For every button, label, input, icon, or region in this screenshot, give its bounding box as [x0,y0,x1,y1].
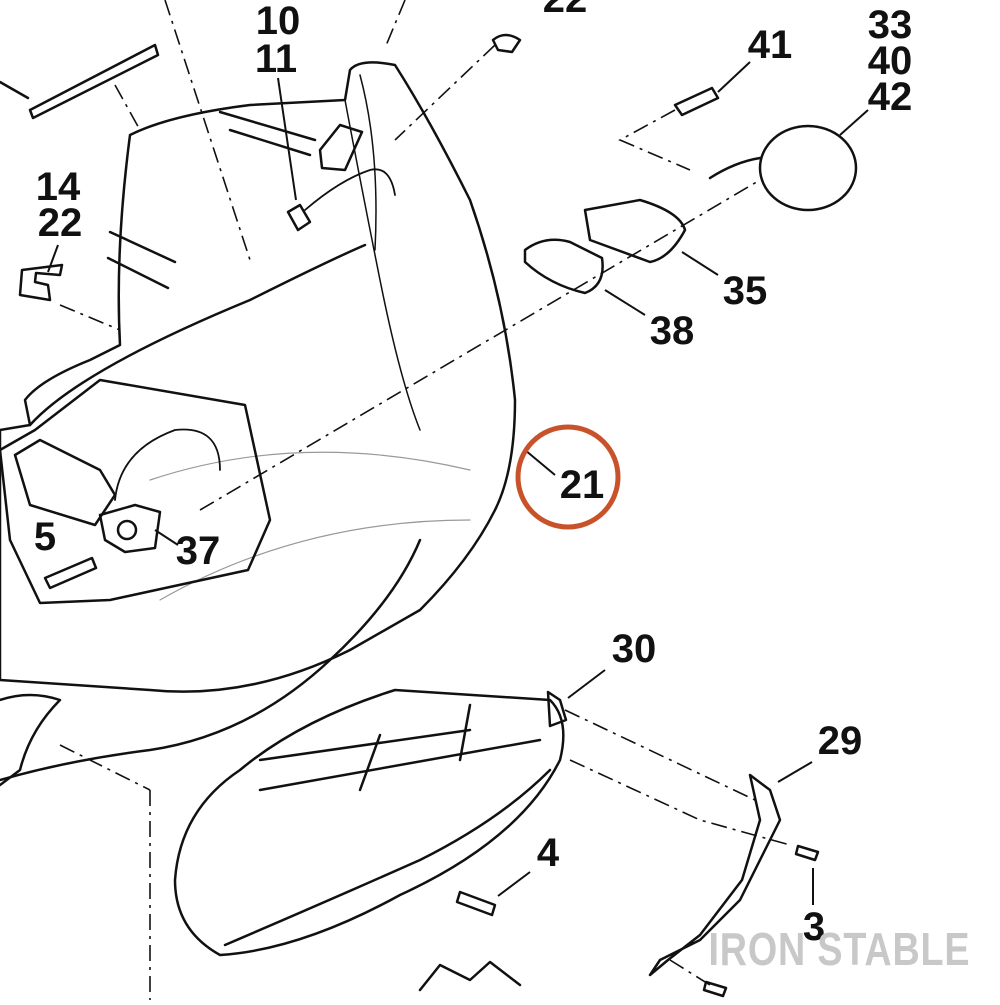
fairing-shell [0,61,517,693]
alignment-line [564,709,756,801]
callout-42: 42 [868,75,913,119]
leader-10-11 [277,77,297,201]
vent-slot [108,230,177,264]
screw-3 [794,844,820,862]
callout-22-top: 22 [543,0,588,21]
callout-40: 40 [868,39,913,83]
clip-22 [491,33,522,54]
leader-21 [524,449,556,476]
callout-41: 41 [748,23,793,67]
callout-21: 21 [560,463,605,507]
turn-signal-housing [583,198,687,264]
alignment-line [394,44,496,141]
lower-brackets [418,960,522,992]
watermark: IRON STABLE [708,923,970,975]
headlamp-bracket-30 [546,690,568,728]
fairing-front-edge [28,243,367,427]
callout-38: 38 [650,309,695,353]
callout-37: 37 [176,529,221,573]
fairing-lower-lip [0,693,62,787]
callout-30: 30 [612,627,657,671]
leader-38 [604,289,646,316]
headlamp-trim-ring [223,768,552,947]
alignment-line [199,179,761,511]
callout-14: 14 [36,165,81,209]
turn-signal-lens [758,124,858,212]
screw-3-lower [702,980,728,998]
leader-14-22 [47,244,59,273]
headlamp-mount-bar [258,728,472,762]
fairing-inner-fold [344,99,421,431]
inset-gasket-37 [98,503,162,554]
leader-4 [497,871,531,897]
headlamp-housing [173,688,565,957]
callout-10: 10 [256,0,301,43]
turn-signal-stem [708,156,762,180]
vent-slot [218,110,317,142]
leader-35 [681,251,719,276]
side-bracket-29 [648,773,782,977]
fairing-inner-curve [359,74,377,251]
callout-22-left: 22 [38,201,83,245]
fairing-panel-line [149,451,471,481]
alignment-line [669,959,711,986]
alignment-line [618,109,691,171]
mounting-bracket [318,123,364,172]
alignment-line [164,0,251,261]
trim-line [0,80,30,100]
inset-grommet [116,519,138,541]
headlamp-mount-bar [258,738,542,792]
headlamp-strut [358,733,382,792]
callout-29: 29 [818,719,863,763]
inset-bracket [13,438,117,527]
callout-33: 33 [868,3,913,47]
callout-35: 35 [723,269,768,313]
leader-41 [717,61,751,93]
fairing-lower-edge [0,538,422,782]
wiring-harness [304,168,396,211]
bolt-41 [673,86,720,117]
screw-5 [43,556,98,590]
wiring-connector [286,203,312,232]
vent-slot [106,256,170,290]
callout-labels: 10 11 22 41 33 40 42 14 22 35 38 21 5 37… [34,0,912,949]
turn-signal-gasket [523,238,604,295]
leader-42 [839,109,869,136]
trim-strip [28,43,160,120]
alignment-line [384,0,406,49]
vent-slot [228,128,312,157]
callout-11: 11 [255,37,297,81]
inset-wire [114,428,221,501]
callout-3: 3 [803,905,825,949]
alignment-line [59,304,121,331]
leader-29 [777,761,813,783]
highlight-circle [515,424,621,530]
callout-5: 5 [34,515,56,559]
callout-4: 4 [537,831,560,875]
bracket-clip [18,263,64,302]
headlamp-strut [458,703,472,762]
leader-37 [154,529,179,546]
alignment-line [114,84,141,131]
detail-inset-frame [0,378,272,605]
screw-4 [455,890,497,917]
leader-30 [567,669,606,699]
